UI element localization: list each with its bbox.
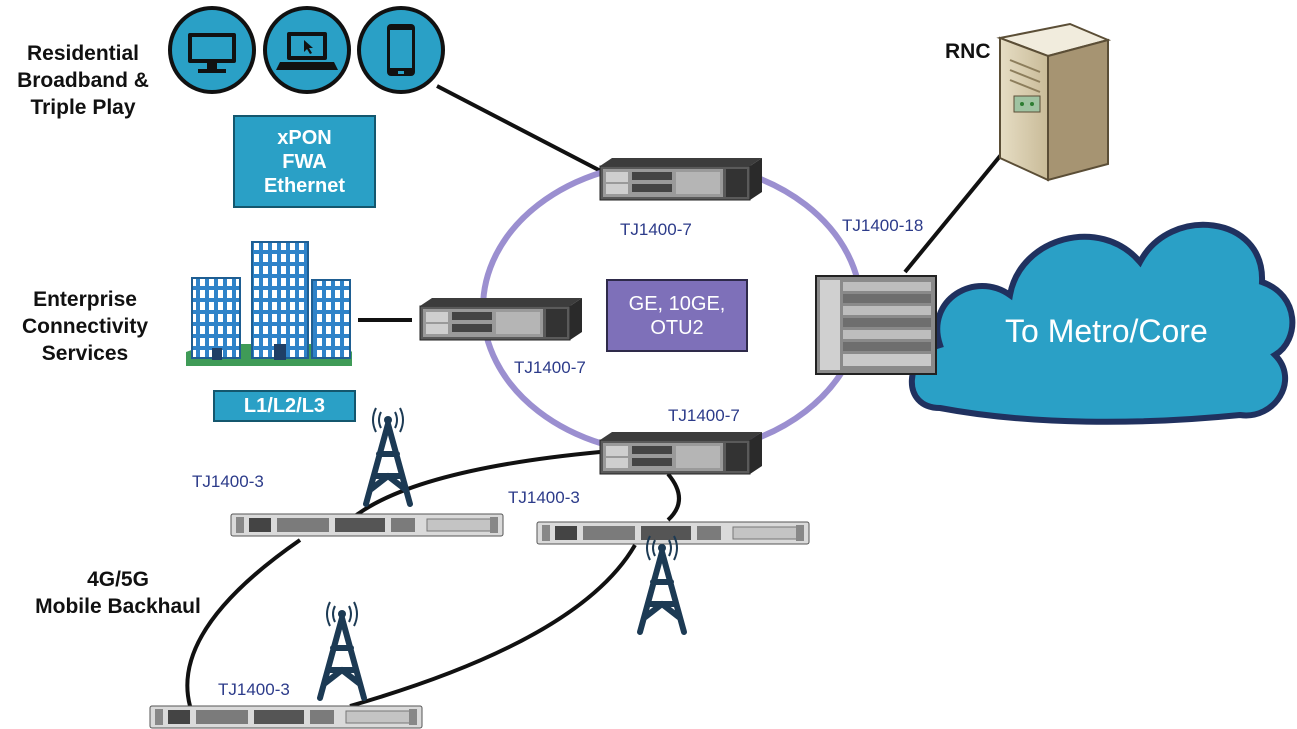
core-node-tj1400-18 bbox=[815, 275, 937, 375]
service-layers-box: L1/L2/L3 bbox=[213, 390, 356, 422]
ring-node-top bbox=[599, 157, 763, 201]
rnc-label: RNC bbox=[945, 40, 991, 63]
access-switch-right bbox=[536, 521, 810, 545]
link-core-rnc bbox=[903, 148, 1007, 274]
node-label-ring-top: TJ1400-7 bbox=[620, 220, 692, 239]
node-label-access-bottom: TJ1400-3 bbox=[218, 680, 290, 699]
cloud-label: To Metro/Core bbox=[1005, 313, 1208, 349]
laptop-icon bbox=[263, 6, 351, 94]
category-residential: Residential Broadband & Triple Play bbox=[8, 40, 158, 121]
category-mobile: 4G/5G Mobile Backhaul bbox=[18, 566, 218, 620]
link-ring-access-right bbox=[666, 472, 681, 522]
node-label-ring-left: TJ1400-7 bbox=[514, 358, 586, 377]
access-tech-item: Ethernet bbox=[263, 174, 346, 197]
node-label-ring-bottom: TJ1400-7 bbox=[668, 406, 740, 425]
smartphone-icon bbox=[357, 6, 445, 94]
connection-lines bbox=[185, 84, 1007, 708]
cloud-icon bbox=[908, 221, 1296, 425]
office-building-icon bbox=[186, 241, 352, 366]
service-layers-label: L1/L2/L3 bbox=[243, 395, 326, 417]
category-line: Connectivity bbox=[21, 315, 149, 338]
link-residential-ring bbox=[436, 84, 619, 182]
ring-rates-box: GE, 10GE, OTU2 bbox=[606, 279, 748, 352]
ring-rate-line: OTU2 bbox=[650, 316, 704, 339]
access-tech-item: FWA bbox=[282, 150, 327, 173]
access-switch-left bbox=[230, 513, 504, 537]
category-line: Services bbox=[41, 342, 129, 365]
link-access-left-bottom bbox=[185, 538, 302, 707]
node-label-core: TJ1400-18 bbox=[842, 216, 924, 235]
category-enterprise: Enterprise Connectivity Services bbox=[0, 286, 170, 367]
category-line: Enterprise bbox=[33, 288, 137, 311]
server-icon bbox=[996, 22, 1112, 182]
category-line: 4G/5G bbox=[87, 568, 149, 591]
access-technologies-box: xPON FWA Ethernet bbox=[233, 115, 376, 208]
category-line: Broadband & bbox=[17, 69, 149, 92]
cell-tower-icon bbox=[366, 408, 410, 504]
category-line: Triple Play bbox=[30, 96, 136, 119]
ring-node-left bbox=[419, 297, 583, 341]
category-line: Mobile Backhaul bbox=[35, 595, 201, 618]
link-ring-access-left bbox=[348, 450, 601, 522]
category-line: Residential bbox=[26, 42, 140, 65]
ring-node-bottom bbox=[599, 431, 763, 475]
node-label-access-right: TJ1400-3 bbox=[508, 488, 580, 507]
monitor-icon bbox=[168, 6, 256, 94]
ring-rate-line: GE, 10GE, bbox=[628, 292, 726, 315]
cell-tower-icon bbox=[640, 536, 684, 632]
node-label-access-left: TJ1400-3 bbox=[192, 472, 264, 491]
access-switch-bottom bbox=[149, 705, 423, 729]
link-access-right-bottom bbox=[349, 543, 637, 708]
cell-tower-icon bbox=[320, 602, 364, 698]
access-tech-item: xPON bbox=[277, 126, 332, 149]
